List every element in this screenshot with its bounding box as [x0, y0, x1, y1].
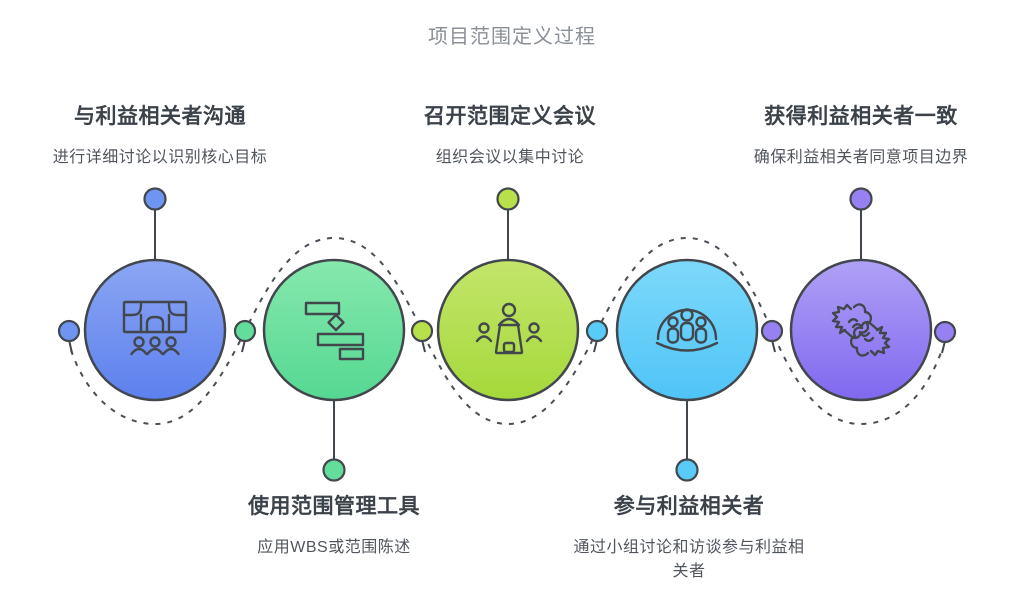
- step-heading: 参与利益相关者: [613, 495, 765, 518]
- waypoint-dot-start: [57, 319, 81, 343]
- step-label-2: 使用范围管理工具 应用WBS或范围陈述: [184, 494, 484, 560]
- step-circle-3: [436, 258, 580, 402]
- step-subtitle: 确保利益相关者同意项目边界: [753, 149, 969, 166]
- dashed-wave-path: [70, 236, 943, 426]
- fist-bump-icon: [831, 303, 891, 357]
- step-circle-2: [262, 258, 406, 402]
- waypoint-dot-4-5: [760, 319, 784, 343]
- conference-room-icon: [122, 300, 188, 356]
- label-dot-5: [849, 187, 873, 211]
- label-dot-3: [496, 187, 520, 211]
- step-subtitle: 通过小组讨论和访谈参与利益相关者: [573, 539, 805, 580]
- step-circle-5: [789, 258, 933, 402]
- waypoint-dot-3-4: [585, 319, 609, 343]
- step-heading: 与利益相关者沟通: [74, 105, 246, 128]
- step-label-3: 召开范围定义会议 组织会议以集中讨论: [360, 104, 660, 170]
- waypoint-dot-2-3: [410, 319, 434, 343]
- meeting-table-icon: [475, 302, 543, 355]
- step-label-1: 与利益相关者沟通 进行详细讨论以识别核心目标: [10, 104, 310, 170]
- waypoint-dot-1-2: [233, 319, 257, 343]
- step-label-5: 获得利益相关者一致 确保利益相关者同意项目边界: [711, 104, 1011, 170]
- step-circle-1: [83, 258, 227, 402]
- page-title: 项目范围定义过程: [428, 26, 596, 48]
- gantt-chart-icon: [304, 301, 365, 361]
- waypoint-dot-end: [933, 320, 957, 344]
- step-label-4: 参与利益相关者 通过小组讨论和访谈参与利益相关者: [559, 494, 819, 584]
- people-group-icon: [655, 308, 719, 352]
- step-subtitle: 应用WBS或范围陈述: [257, 539, 411, 556]
- label-dot-4: [675, 458, 699, 482]
- step-heading: 获得利益相关者一致: [764, 105, 958, 128]
- step-subtitle: 组织会议以集中讨论: [435, 149, 585, 166]
- label-dot-1: [143, 187, 167, 211]
- step-circle-4: [615, 258, 759, 402]
- step-heading: 使用范围管理工具: [248, 495, 420, 518]
- label-dot-2: [322, 458, 346, 482]
- step-heading: 召开范围定义会议: [424, 105, 596, 128]
- step-subtitle: 进行详细讨论以识别核心目标: [52, 149, 268, 166]
- diagram-nodes: [57, 187, 957, 482]
- dot-stem: [68, 339, 73, 354]
